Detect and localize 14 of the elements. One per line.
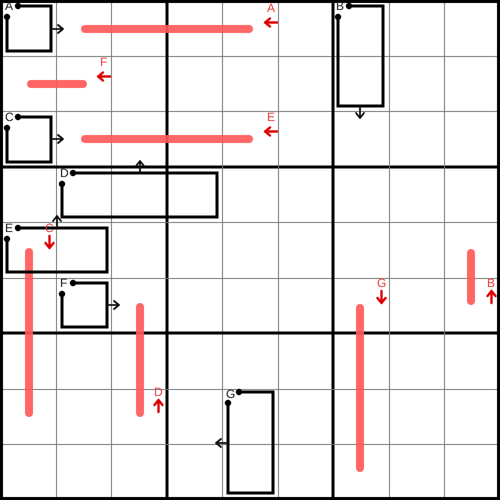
frame-letter: G [226,389,236,400]
marker-letter: F [100,57,108,68]
marker-letter: A [267,3,276,14]
highlight-bar [25,248,33,417]
frame-letter: F [60,278,68,289]
frame-letter: E [5,223,14,234]
marker-letter: C [45,223,54,234]
marker-letter: G [377,278,386,289]
marker-letter: B [487,278,496,289]
marker-letter: E [267,112,276,123]
frame-letter: C [5,112,14,123]
frame-letter: D [60,168,69,179]
frame-letter: B [336,1,344,12]
frame-letter: A [5,1,14,12]
